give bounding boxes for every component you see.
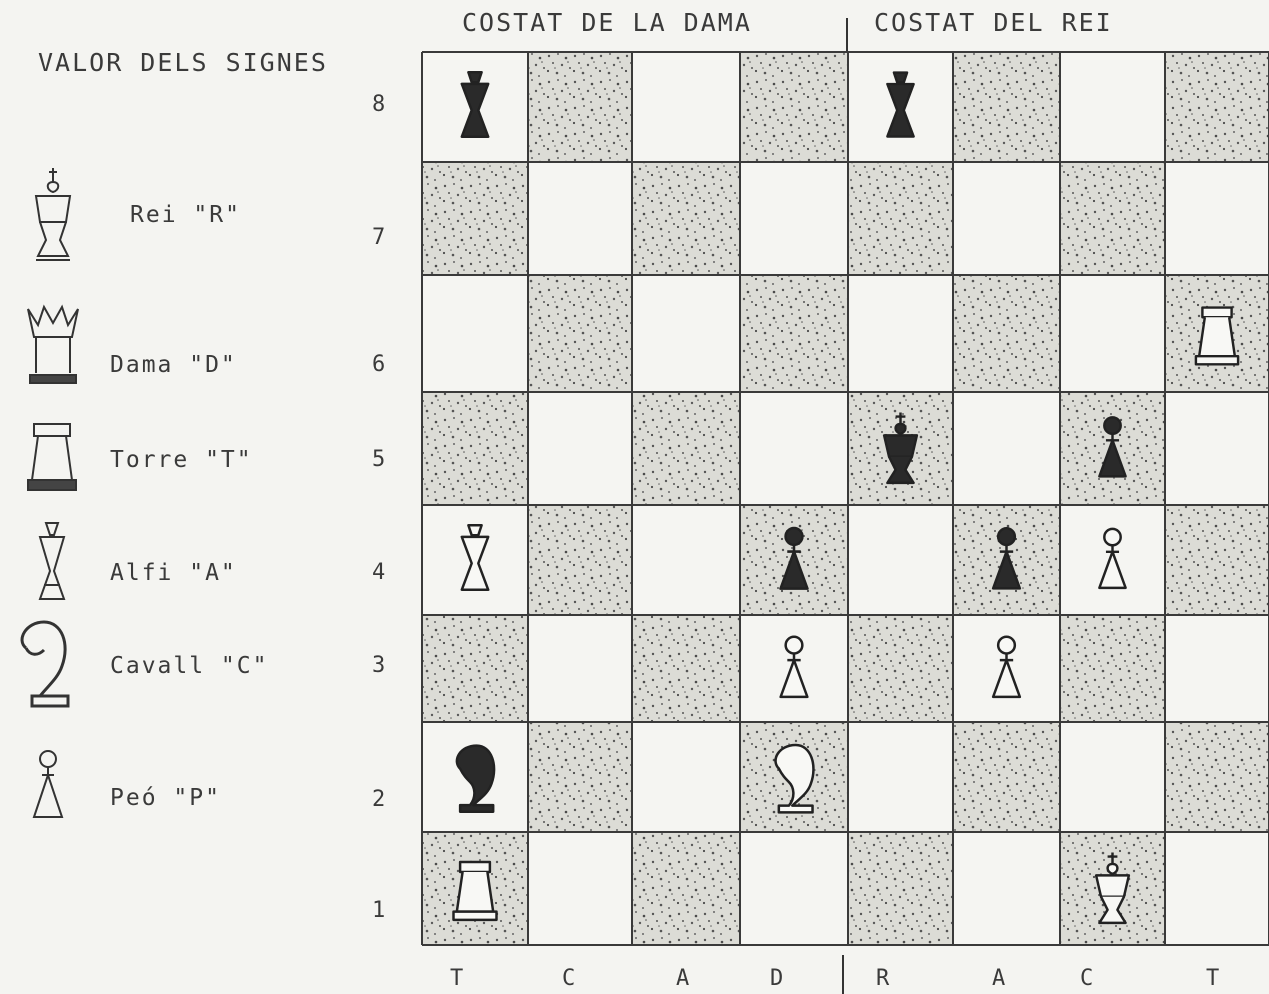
- square-d6: [740, 275, 848, 392]
- square-c2: [632, 722, 740, 832]
- square-e6: [848, 275, 953, 392]
- square-c4: [632, 505, 740, 615]
- square-c8: [632, 52, 740, 162]
- square-h7: [1165, 162, 1269, 275]
- square-b1: [528, 832, 632, 945]
- square-g3: [1060, 615, 1165, 722]
- square-c1: [632, 832, 740, 945]
- square-e2: [848, 722, 953, 832]
- square-d1: [740, 832, 848, 945]
- square-a3: [422, 615, 528, 722]
- square-h2: [1165, 722, 1269, 832]
- square-d8: [740, 52, 848, 162]
- square-b2: [528, 722, 632, 832]
- square-b6: [528, 275, 632, 392]
- square-b5: [528, 392, 632, 505]
- square-f2: [953, 722, 1060, 832]
- square-f7: [953, 162, 1060, 275]
- square-g6: [1060, 275, 1165, 392]
- square-g7: [1060, 162, 1165, 275]
- square-c6: [632, 275, 740, 392]
- square-f6: [953, 275, 1060, 392]
- square-b8: [528, 52, 632, 162]
- square-d5: [740, 392, 848, 505]
- square-c5: [632, 392, 740, 505]
- square-e7: [848, 162, 953, 275]
- square-c3: [632, 615, 740, 722]
- square-c7: [632, 162, 740, 275]
- square-b4: [528, 505, 632, 615]
- square-h4: [1165, 505, 1269, 615]
- square-h5: [1165, 392, 1269, 505]
- square-d7: [740, 162, 848, 275]
- square-e3: [848, 615, 953, 722]
- square-h3: [1165, 615, 1269, 722]
- square-b3: [528, 615, 632, 722]
- square-g8: [1060, 52, 1165, 162]
- white-rook-icon: [454, 862, 497, 920]
- square-a5: [422, 392, 528, 505]
- square-b7: [528, 162, 632, 275]
- square-f5: [953, 392, 1060, 505]
- square-f1: [953, 832, 1060, 945]
- square-f8: [953, 52, 1060, 162]
- square-e1: [848, 832, 953, 945]
- square-h8: [1165, 52, 1269, 162]
- square-g2: [1060, 722, 1165, 832]
- white-rook-icon: [1196, 308, 1238, 365]
- square-e4: [848, 505, 953, 615]
- square-a6: [422, 275, 528, 392]
- square-a7: [422, 162, 528, 275]
- square-h1: [1165, 832, 1269, 945]
